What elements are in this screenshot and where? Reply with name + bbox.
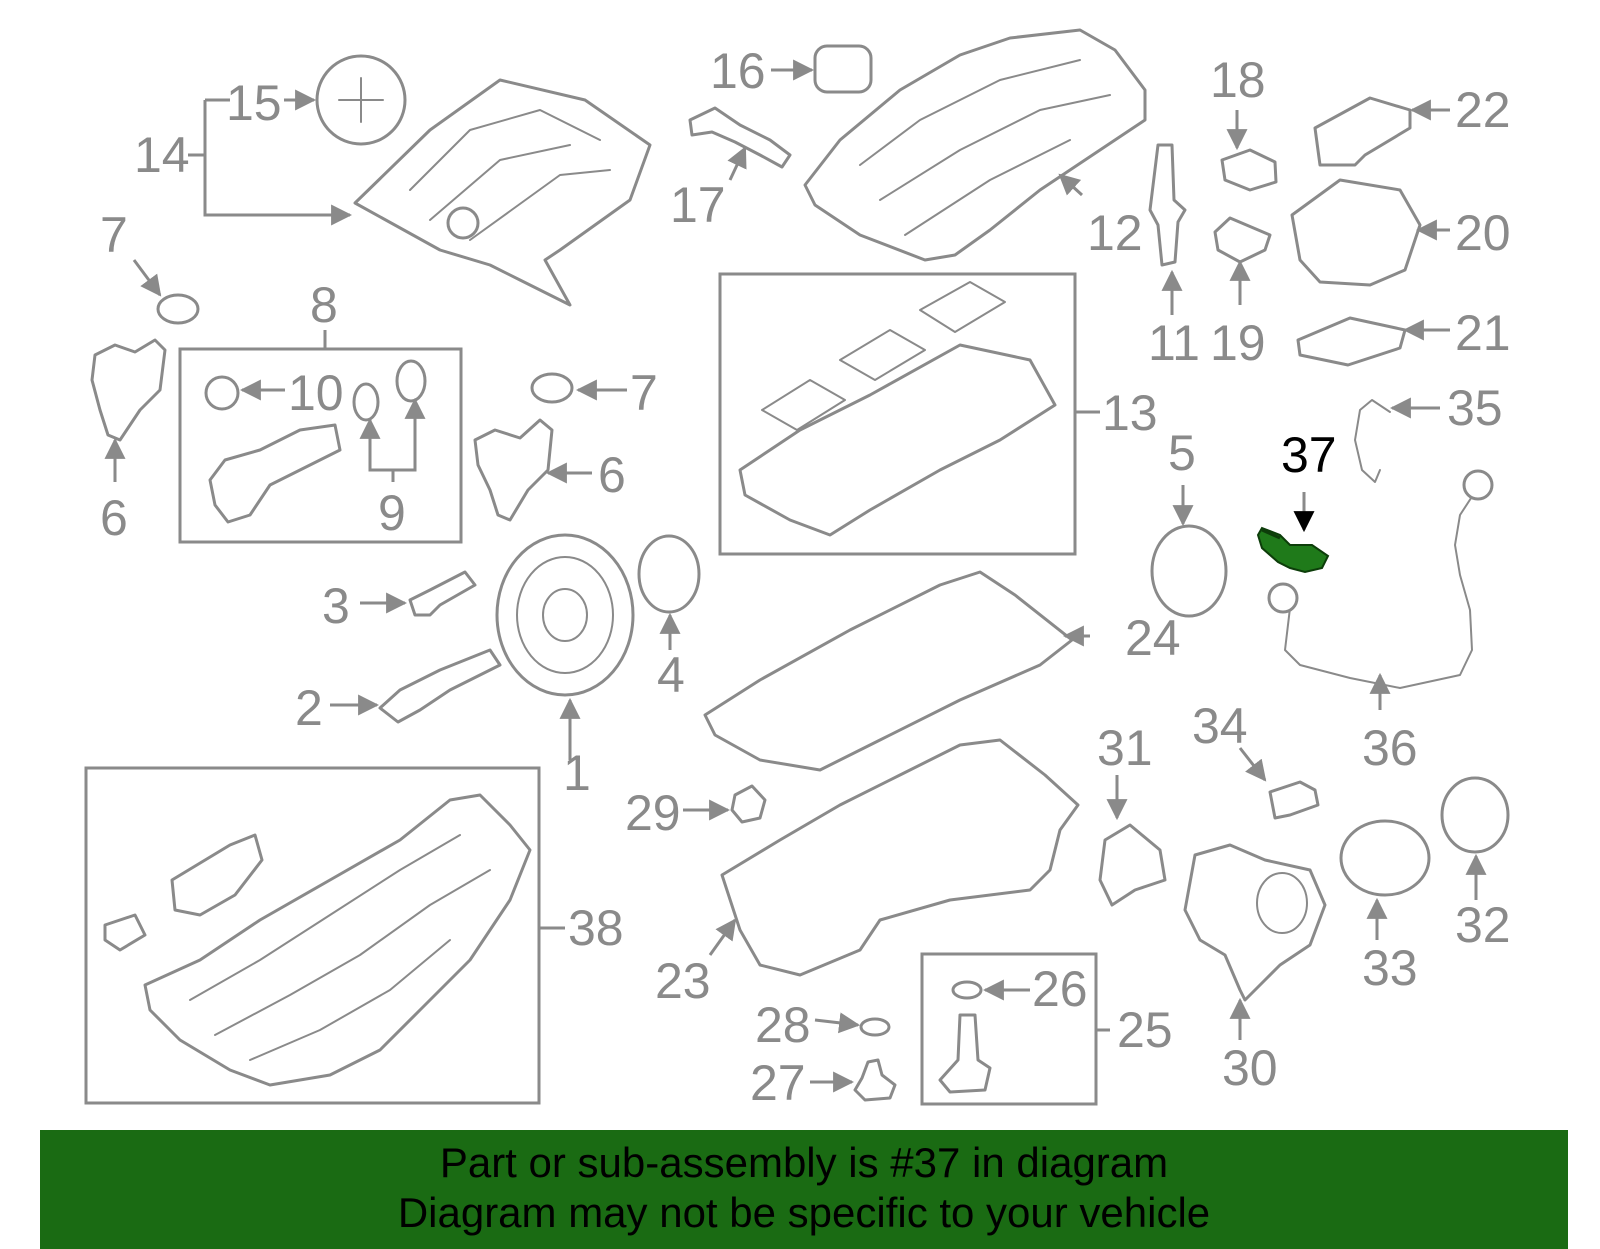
- callout-13: 13: [1102, 385, 1158, 441]
- seal-part-9a: [352, 382, 380, 422]
- callout-19: 19: [1210, 315, 1266, 371]
- gasket-part-18: [1220, 148, 1278, 192]
- group-box-13: [718, 272, 1077, 556]
- ring-part-4: [637, 534, 701, 614]
- solenoid-part-8: [208, 423, 342, 524]
- gasket-part-21: [1296, 316, 1407, 367]
- emblem-part-15: [315, 54, 407, 146]
- washer-part-26: [951, 980, 983, 1000]
- leader-lines: [104, 59, 1487, 1093]
- o-ring-part-7a: [156, 293, 200, 325]
- cam-sensor-part-6a: [90, 338, 167, 442]
- callout-11: 11: [1148, 315, 1200, 371]
- oil-cap-part-16: [813, 44, 873, 94]
- callout-12: 12: [1087, 205, 1143, 261]
- callout-labels: 15 14 16 17 18 22 12 20 7 8 11 19 21 10 …: [100, 43, 1511, 1111]
- callout-15: 15: [226, 75, 282, 131]
- highlighted-sensor-part-37: [1256, 526, 1330, 574]
- callout-34: 34: [1192, 698, 1248, 754]
- callout-10: 10: [288, 365, 344, 421]
- callout-16: 16: [710, 43, 766, 99]
- bracket-part-19: [1213, 216, 1272, 264]
- callout-24: 24: [1125, 610, 1181, 666]
- callout-2: 2: [295, 680, 323, 736]
- callout-14: 14: [134, 127, 190, 183]
- sensor-part-34: [1268, 780, 1320, 820]
- callout-9: 9: [378, 485, 406, 541]
- oil-level-sensor-part-11: [1148, 143, 1187, 267]
- cam-sensor-part-6b: [473, 418, 554, 522]
- callout-20: 20: [1455, 205, 1511, 261]
- oil-filter-housing-part-30: [1183, 843, 1327, 1002]
- sensor-harness-part-35: [1354, 399, 1391, 483]
- callout-31: 31: [1097, 720, 1153, 776]
- plug-part-29: [730, 784, 767, 824]
- oil-filter-part-33: [1339, 819, 1431, 897]
- callout-6b: 6: [598, 447, 626, 503]
- callout-7b: 7: [630, 365, 658, 421]
- callout-36: 36: [1362, 720, 1418, 776]
- seal-part-10: [204, 375, 240, 411]
- callout-27: 27: [750, 1055, 806, 1111]
- engine-cover-part-14: [353, 78, 652, 307]
- vent-hose-part-17: [688, 106, 792, 169]
- callout-38: 38: [568, 900, 624, 956]
- banner-line-part-number: Part or sub-assembly is #37 in diagram: [439, 1139, 1169, 1186]
- callout-21: 21: [1455, 305, 1511, 361]
- pulley-part-1: [495, 533, 635, 697]
- callout-33: 33: [1362, 940, 1418, 996]
- washer-part-28: [859, 1017, 891, 1037]
- drain-plug-part-27: [853, 1058, 897, 1102]
- callout-22: 22: [1455, 82, 1511, 138]
- oil-pan-gasket-part-24: [703, 570, 1074, 772]
- oil-pan-part-23: [720, 738, 1080, 977]
- filter-cap-part-32: [1440, 776, 1510, 854]
- callout-3: 3: [322, 578, 350, 634]
- intake-manifold-part-38: [103, 793, 532, 1087]
- sensor-part-2: [378, 648, 502, 724]
- callout-17: 17: [670, 177, 726, 233]
- oil-pan-upper-part-20: [1290, 178, 1422, 287]
- group-box-8: [178, 347, 463, 544]
- oil-pipe-part-36: [1284, 491, 1476, 689]
- housing-part-22: [1313, 96, 1412, 167]
- callout-29: 29: [625, 785, 681, 841]
- callout-23: 23: [655, 953, 711, 1009]
- callout-26: 26: [1032, 961, 1088, 1017]
- callout-4: 4: [657, 647, 685, 703]
- callout-8: 8: [310, 277, 338, 333]
- group-box-38: [84, 766, 541, 1105]
- oil-level-sensor-part-25: [938, 1013, 992, 1094]
- callout-35: 35: [1447, 380, 1503, 436]
- banner-line-disclaimer: Diagram may not be specific to your vehi…: [397, 1189, 1211, 1236]
- seal-part-9b: [395, 359, 427, 403]
- callout-1: 1: [563, 745, 591, 801]
- pipe-fitting-36a: [1267, 582, 1299, 614]
- valve-cover-part-12: [803, 28, 1147, 262]
- callout-7a: 7: [100, 207, 128, 263]
- info-banner: Part or sub-assembly is #37 in diagram D…: [40, 1130, 1568, 1249]
- callout-6a: 6: [100, 490, 128, 546]
- callout-32: 32: [1455, 897, 1511, 953]
- callout-5: 5: [1168, 425, 1196, 481]
- callout-37: 37: [1281, 427, 1337, 483]
- seal-part-5: [1150, 524, 1228, 618]
- bolt-part-3: [408, 570, 477, 617]
- callout-30: 30: [1222, 1040, 1278, 1096]
- o-ring-part-7b: [530, 372, 574, 404]
- gasket-set-part-13: [738, 281, 1057, 537]
- callout-18: 18: [1210, 52, 1266, 108]
- gasket-part-31: [1098, 823, 1167, 907]
- pipe-fitting-36b: [1462, 469, 1494, 501]
- callout-25: 25: [1117, 1002, 1173, 1058]
- callout-28: 28: [755, 997, 811, 1053]
